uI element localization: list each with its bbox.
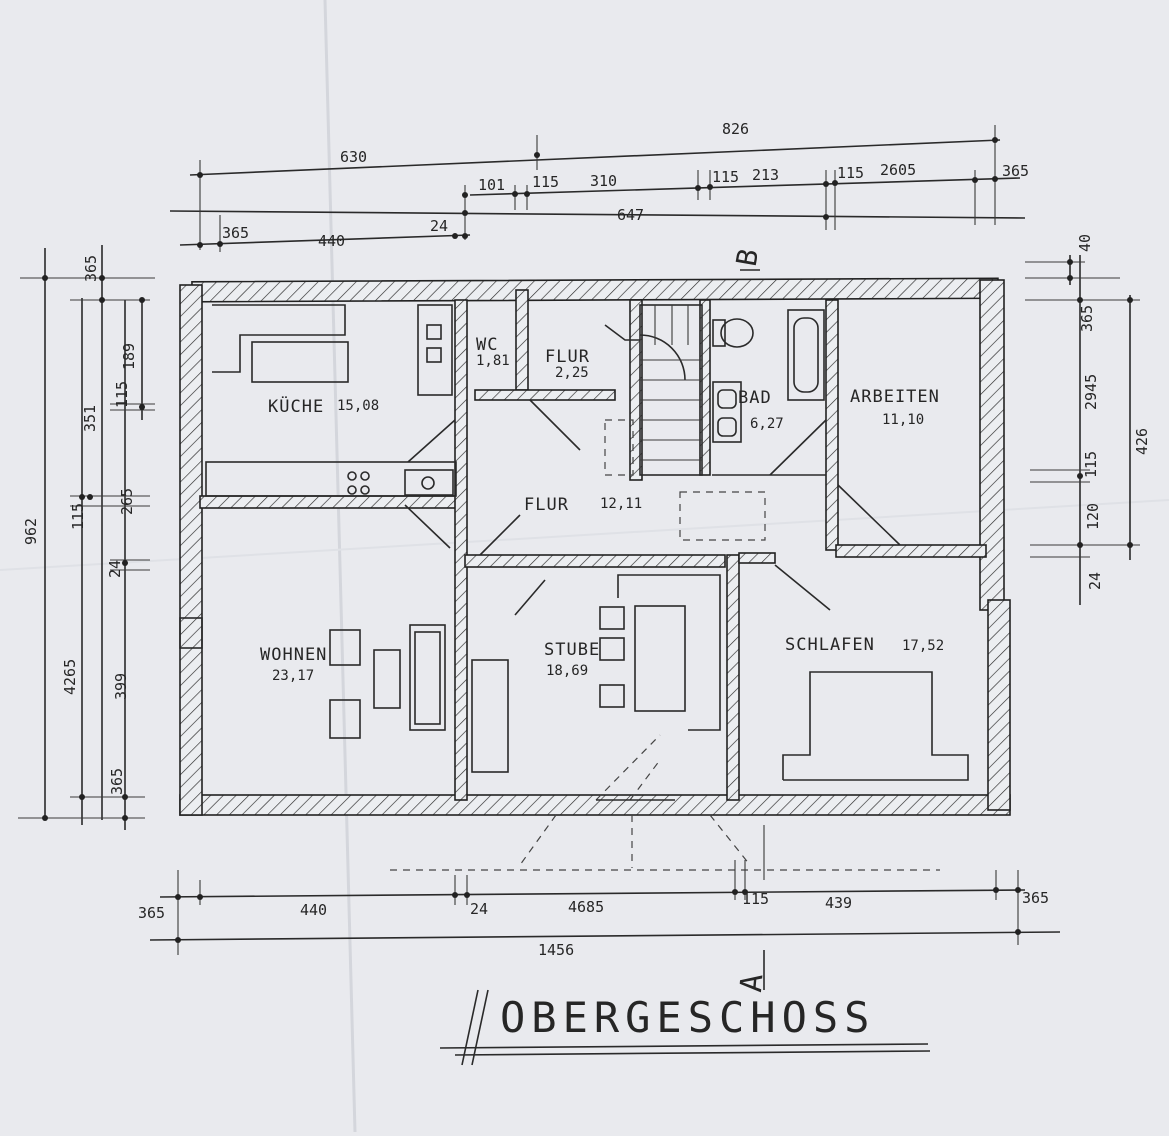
- dim-left-4265: 4265: [61, 659, 79, 695]
- dim-310: 310: [590, 172, 617, 190]
- room-schlafen-name: SCHLAFEN: [785, 635, 875, 655]
- room-kueche-name: KÜCHE: [268, 395, 324, 417]
- dim-left-351: 351: [81, 405, 99, 432]
- room-flur-upper-name: FLUR: [545, 347, 590, 367]
- bottom-dimension-labels: 365 440 24 4685 115 439 365 1456: [138, 889, 1049, 959]
- dim-left-115: 115: [113, 381, 131, 408]
- dim-bottom-365-left: 365: [138, 904, 165, 922]
- dim-right-24: 24: [1086, 572, 1104, 590]
- dim-left-365-top: 365: [82, 255, 100, 282]
- room-flur-area: 12,11: [600, 496, 642, 512]
- dim-right-115: 115: [1082, 451, 1100, 478]
- dim-24: 24: [430, 217, 448, 235]
- dim-right-40: 40: [1076, 234, 1094, 252]
- title-block: OBERGESCHOSS: [439, 989, 931, 1066]
- dim-left-115-b: 115: [69, 503, 87, 530]
- dim-826: 826: [722, 120, 749, 138]
- room-stube-area: 18,69: [546, 663, 588, 679]
- dim-bottom-439: 439: [825, 894, 852, 912]
- living-furniture: [179, 617, 446, 739]
- dim-bottom-115: 115: [742, 890, 769, 908]
- dim-365-right: 365: [1002, 162, 1029, 180]
- room-arbeiten-name: ARBEITEN: [850, 387, 940, 407]
- dim-bottom-440: 440: [300, 901, 327, 919]
- room-wc-area: 1,81: [476, 353, 510, 369]
- dim-left-365-bottom: 365: [108, 768, 126, 795]
- stube-furniture: [471, 574, 721, 773]
- section-a-label: A: [734, 972, 770, 993]
- dim-2605: 2605: [880, 161, 916, 179]
- inner-walls: [199, 289, 987, 801]
- top-dimension-lines: [169, 125, 1026, 252]
- room-flur-name: FLUR: [524, 495, 569, 515]
- dim-left-189: 189: [120, 343, 138, 370]
- room-wohnen-area: 23,17: [272, 668, 314, 684]
- bottom-dimension-lines: [149, 825, 1061, 955]
- dim-115-b: 115: [712, 168, 739, 186]
- left-dimension-lines: [18, 245, 155, 830]
- outer-walls: [179, 277, 1011, 816]
- left-dimension-labels: 962 4265 365 189 115 351 115 265 24 399 …: [22, 255, 138, 795]
- dim-115-c: 115: [837, 164, 864, 182]
- room-bad-name: BAD: [738, 388, 772, 408]
- room-arbeiten-area: 11,10: [882, 412, 924, 428]
- dim-right-365: 365: [1078, 305, 1096, 332]
- dim-right-426: 426: [1133, 428, 1151, 455]
- room-stube-name: STUBE: [544, 640, 600, 660]
- room-schlafen-area: 17,52: [902, 638, 944, 654]
- dim-bottom-24: 24: [470, 900, 488, 918]
- section-marker-a: A: [734, 950, 770, 994]
- room-bad-area: 6,27: [750, 416, 784, 432]
- dim-left-265: 265: [118, 488, 136, 515]
- room-wc-name: WC: [476, 335, 498, 355]
- section-marker-b: B: [730, 246, 765, 271]
- dim-left-962: 962: [22, 518, 40, 545]
- room-wohnen-name: WOHNEN: [260, 645, 327, 665]
- dim-647: 647: [617, 206, 644, 224]
- dim-bottom-365-right: 365: [1022, 889, 1049, 907]
- dim-bottom-4685: 4685: [568, 898, 604, 916]
- right-dimension-lines: [1025, 255, 1140, 605]
- dim-left-399: 399: [112, 673, 130, 700]
- stairs: [604, 304, 703, 476]
- room-flur-upper-area: 2,25: [555, 365, 589, 381]
- dim-bottom-1456: 1456: [538, 941, 574, 959]
- bath-fixtures: [712, 309, 827, 476]
- room-kueche-area: 15,08: [337, 398, 379, 414]
- dim-365-left: 365: [222, 224, 249, 242]
- dim-right-2945: 2945: [1082, 374, 1100, 410]
- dim-440: 440: [318, 232, 345, 250]
- right-dimension-labels: 40 365 2945 115 120 24 426: [1076, 234, 1151, 590]
- room-labels: KÜCHE 15,08 WC 1,81 FLUR 2,25 BAD 6,27 A…: [260, 335, 944, 684]
- drawing-title: OBERGESCHOSS: [500, 993, 875, 1042]
- hall-fixtures: [479, 399, 766, 556]
- top-dimension-labels: 826 630 101 115 310 115 213 115 2605 365…: [222, 120, 1029, 250]
- dim-101: 101: [478, 176, 505, 194]
- entrance-projection: [390, 734, 940, 871]
- kitchen-fixtures: [205, 304, 457, 549]
- dim-213: 213: [752, 166, 779, 184]
- dim-115-a: 115: [532, 173, 559, 191]
- section-b-label: B: [730, 246, 765, 268]
- bedroom-furniture: [774, 484, 969, 781]
- dim-left-24: 24: [106, 560, 124, 578]
- dim-630: 630: [340, 148, 367, 166]
- dim-right-120: 120: [1084, 503, 1102, 530]
